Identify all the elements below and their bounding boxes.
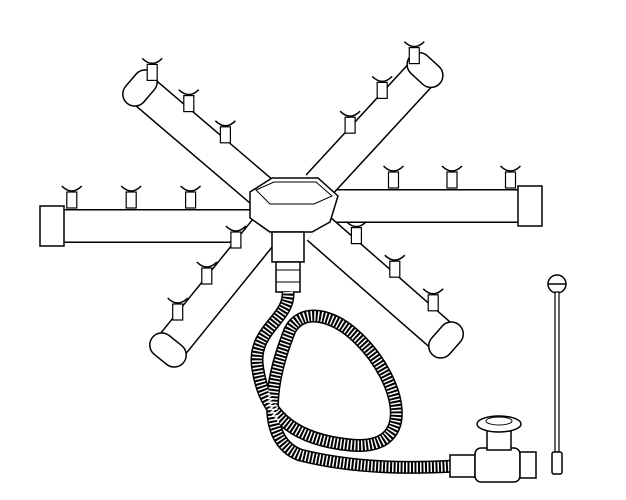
burner-jet xyxy=(225,225,247,249)
burner-jet xyxy=(178,89,200,113)
burner-arm-left xyxy=(39,185,250,247)
burner-arm-lower-left xyxy=(149,219,279,368)
valve-key xyxy=(547,274,567,475)
burner-arm-right xyxy=(335,165,543,227)
burner-jet xyxy=(196,261,218,285)
shutoff-valve xyxy=(449,415,537,483)
burner-arm-upper-right xyxy=(305,41,444,198)
burner-jet xyxy=(180,185,202,209)
burner-jet xyxy=(345,221,367,245)
burner-jet xyxy=(371,75,393,100)
burner-jet xyxy=(384,254,406,278)
burner-jet xyxy=(120,185,142,209)
burner-jet xyxy=(61,185,83,209)
burner-arm-upper-left xyxy=(122,57,274,205)
burner-jet xyxy=(382,165,405,189)
burner-arm-lower-right xyxy=(306,215,465,359)
burner-jet xyxy=(422,288,444,312)
burner-hub xyxy=(249,177,339,293)
burner-jet xyxy=(214,120,236,144)
flex-gas-line xyxy=(250,291,456,474)
burner-arms xyxy=(39,41,543,368)
burner-jet xyxy=(441,165,463,189)
burner-jet xyxy=(499,165,522,189)
burner-jet xyxy=(141,57,163,82)
burner-jet xyxy=(403,41,425,65)
burner-jet xyxy=(339,110,361,134)
burner-jet xyxy=(167,297,189,321)
